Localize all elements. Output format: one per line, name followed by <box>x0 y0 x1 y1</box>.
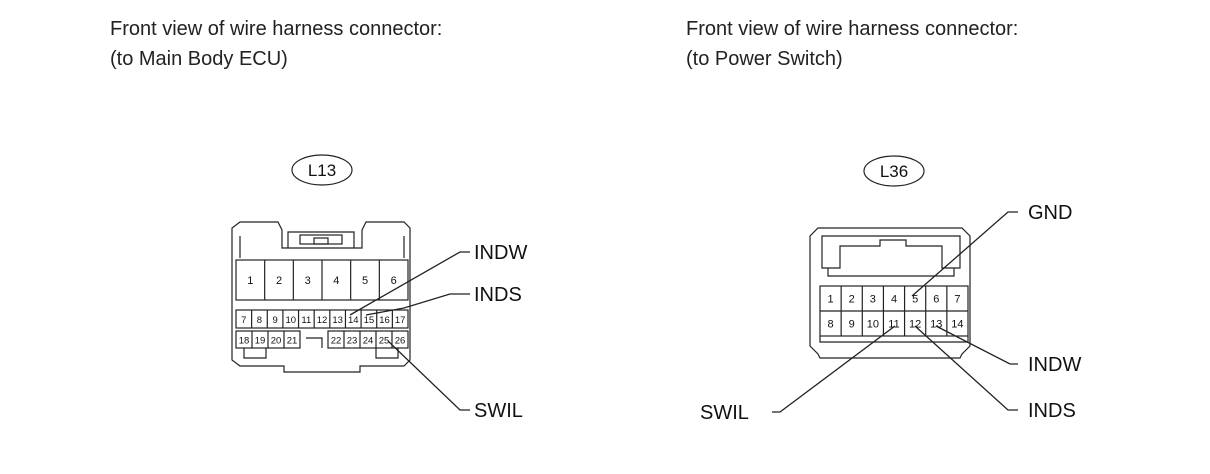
pin-number: 1 <box>247 275 253 287</box>
pin-number: 21 <box>287 336 298 347</box>
pin-number: 9 <box>849 319 855 331</box>
pin-number: 12 <box>317 315 328 326</box>
right-label-inds: INDS <box>1028 400 1076 422</box>
pin-number: 4 <box>333 275 339 287</box>
left-title-line1: Front view of wire harness connector: <box>110 18 443 40</box>
right-pin-dividers <box>820 286 968 336</box>
left-top-row-dividers <box>264 260 380 300</box>
pin-number: 5 <box>362 275 368 287</box>
left-connector-id: L13 <box>308 161 336 180</box>
left-connector-latch <box>287 231 355 248</box>
right-title-line2: (to Power Switch) <box>686 48 843 70</box>
pin-number: 13 <box>332 315 343 326</box>
left-bottom-left-dividers <box>251 331 285 348</box>
pin-number: 10 <box>867 319 879 331</box>
left-housing-inner-walls <box>239 236 405 258</box>
pin-number: 3 <box>305 275 311 287</box>
left-top-row-pins: 1 2 3 4 5 6 <box>247 275 396 287</box>
left-bottom-right-dividers <box>343 331 393 348</box>
pin-number: 24 <box>363 336 374 347</box>
pin-number: 6 <box>391 275 397 287</box>
right-housing-inner-lip <box>827 268 955 277</box>
pin-number: 1 <box>828 294 834 306</box>
pin-number: 18 <box>239 336 250 347</box>
right-housing-bottom-lip <box>819 336 969 343</box>
leader-right-swil <box>772 325 896 413</box>
pin-number: 4 <box>891 294 897 306</box>
pin-number: 14 <box>348 315 359 326</box>
pin-number: 22 <box>331 336 342 347</box>
pin-number: 2 <box>276 275 282 287</box>
left-connector-l13 <box>231 154 411 373</box>
right-connector-title: Front view of wire harness connector: (t… <box>686 14 1018 74</box>
leader-left-inds <box>365 293 470 316</box>
pin-number: 6 <box>933 294 939 306</box>
left-bottom-left-pins: 18 19 20 21 <box>239 336 298 347</box>
left-connector-title: Front view of wire harness connector: (t… <box>110 14 442 74</box>
left-bottom-right-frame <box>327 330 409 349</box>
right-connector-id-badge <box>863 155 925 187</box>
pin-number: 15 <box>364 315 375 326</box>
pin-number: 7 <box>241 315 246 326</box>
left-title-line2: (to Main Body ECU) <box>110 48 288 70</box>
pin-number: 2 <box>849 294 855 306</box>
right-label-indw: INDW <box>1028 354 1081 376</box>
left-label-swil: SWIL <box>474 400 523 422</box>
pin-number: 5 <box>912 294 918 306</box>
left-label-inds: INDS <box>474 284 522 306</box>
right-label-gnd: GND <box>1028 202 1072 224</box>
left-bottom-right-pins: 22 23 24 25 26 <box>331 336 406 347</box>
right-connector-l36 <box>809 155 971 359</box>
right-row1-pins: 1 2 3 4 5 6 7 <box>828 294 961 306</box>
leader-right-inds <box>914 325 1018 411</box>
pin-number: 9 <box>272 315 277 326</box>
pin-number: 3 <box>870 294 876 306</box>
pin-number: 20 <box>271 336 282 347</box>
left-bottom-keys <box>243 337 399 359</box>
right-label-swil: SWIL <box>700 402 749 424</box>
pin-number: 23 <box>347 336 358 347</box>
pin-number: 25 <box>379 336 390 347</box>
pin-number: 7 <box>954 294 960 306</box>
pin-number: 11 <box>301 315 311 326</box>
left-connector-housing <box>231 221 411 373</box>
pin-number: 13 <box>930 319 942 331</box>
right-title-line1: Front view of wire harness connector: <box>686 18 1019 40</box>
left-label-indw: INDW <box>474 242 527 264</box>
leader-right-gnd <box>911 211 1018 297</box>
right-connector-id: L36 <box>880 162 908 181</box>
left-mid-row-frame <box>235 309 409 329</box>
pin-number: 8 <box>828 319 834 331</box>
pin-number: 10 <box>285 315 296 326</box>
leader-left-swil <box>387 340 470 411</box>
right-row2-pins: 8 9 10 11 12 13 14 <box>828 319 964 331</box>
leader-right-indw <box>935 325 1018 365</box>
pin-number: 16 <box>379 315 390 326</box>
pin-number: 26 <box>395 336 406 347</box>
pin-number: 8 <box>257 315 262 326</box>
right-connector-latch <box>821 235 961 269</box>
leader-left-indw <box>349 251 470 316</box>
right-connector-housing <box>809 227 971 359</box>
pin-number: 12 <box>909 319 921 331</box>
pin-number: 17 <box>395 315 406 326</box>
left-latch-slot <box>299 234 343 245</box>
pin-number: 14 <box>951 319 963 331</box>
pin-number: 19 <box>255 336 266 347</box>
left-connector-id-badge <box>291 154 353 186</box>
pin-number: 11 <box>888 319 899 331</box>
left-latch-tab <box>313 237 329 245</box>
leader-lines <box>349 211 1018 413</box>
